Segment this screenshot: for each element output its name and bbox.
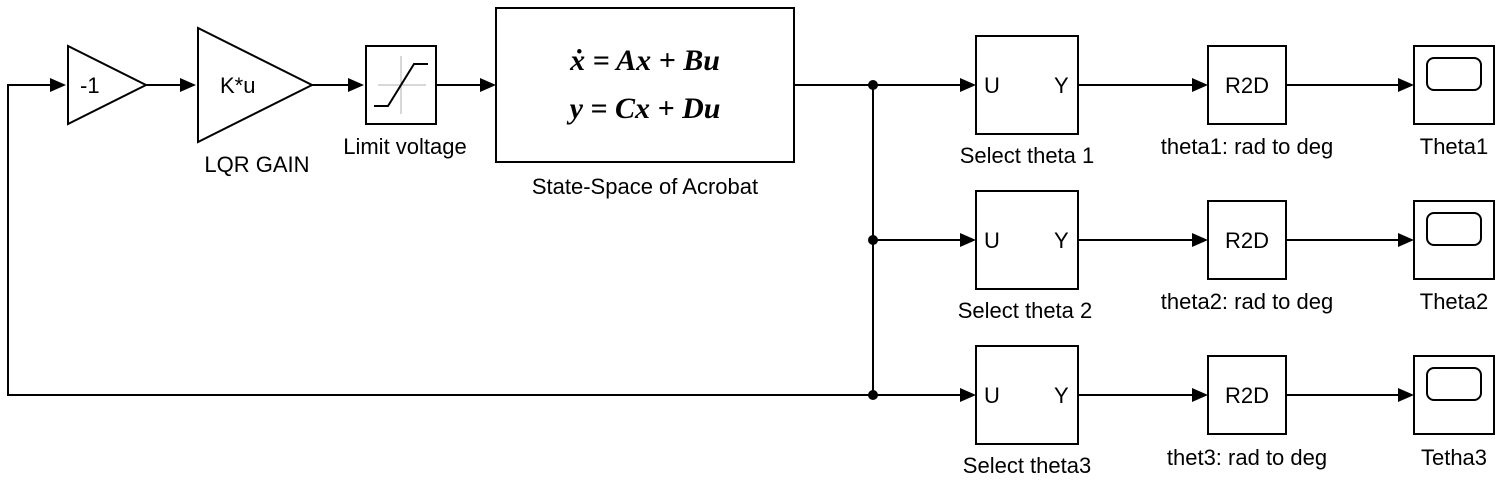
selector-output-port: Y <box>1054 383 1069 408</box>
selector-input-port: U <box>984 228 1000 253</box>
lqr-gain-text: K*u <box>220 73 255 98</box>
output-equation: y = Cx + Du <box>567 92 721 125</box>
arrow-head <box>480 78 496 92</box>
arrow-head <box>1192 78 1208 92</box>
saturation-icon <box>374 56 428 114</box>
row-theta1: U Y Select theta 1 R2D theta1: rad to de… <box>873 35 1495 168</box>
row-theta2: U Y Select theta 2 R2D theta2: rad to de… <box>873 190 1495 323</box>
arrow-head <box>180 78 196 92</box>
scope-icon <box>1426 367 1482 401</box>
negative-gain-text: -1 <box>80 73 100 98</box>
scope-label: Theta1 <box>1420 134 1489 159</box>
state-space-block[interactable] <box>495 7 795 163</box>
arrow-head <box>960 388 976 402</box>
selector-input-port: U <box>984 383 1000 408</box>
arrow-head <box>1398 233 1414 247</box>
converter-text: R2D <box>1225 73 1269 98</box>
lqr-gain-block[interactable] <box>197 26 315 144</box>
arrow-head <box>1192 388 1208 402</box>
selector-output-port: Y <box>1054 228 1069 253</box>
selector-input-port: U <box>984 73 1000 98</box>
converter-label: theta2: rad to deg <box>1161 289 1333 314</box>
selector-label: Select theta3 <box>963 453 1091 478</box>
selector-output-port: Y <box>1054 73 1069 98</box>
converter-text: R2D <box>1225 383 1269 408</box>
scope-icon <box>1426 212 1482 246</box>
selector-block[interactable] <box>975 190 1079 290</box>
arrow-head <box>50 78 66 92</box>
selector-block[interactable] <box>975 35 1079 135</box>
arrow-head <box>960 233 976 247</box>
arrow-head <box>348 78 364 92</box>
scope-label: Tetha3 <box>1421 445 1487 470</box>
arrow-head <box>1192 233 1208 247</box>
limit-voltage-label: Limit voltage <box>343 134 467 159</box>
converter-block[interactable] <box>1207 200 1287 280</box>
feedback-wire <box>7 84 873 396</box>
arrow-head <box>1398 78 1414 92</box>
arrow-head <box>960 78 976 92</box>
lqr-gain-label: LQR GAIN <box>204 152 309 177</box>
state-equation: ẋ = Ax + Bu <box>569 44 720 77</box>
converter-label: theta1: rad to deg <box>1161 134 1333 159</box>
scope-icon <box>1426 57 1482 91</box>
converter-block[interactable] <box>1207 45 1287 125</box>
selector-block[interactable] <box>975 345 1079 445</box>
state-space-label: State-Space of Acrobat <box>532 174 758 199</box>
selector-label: Select theta 2 <box>958 298 1093 323</box>
selector-label: Select theta 1 <box>960 143 1095 168</box>
converter-label: thet3: rad to deg <box>1167 445 1327 470</box>
row-theta3: U Y Select theta3 R2D thet3: rad to deg … <box>873 345 1495 478</box>
scope-label: Theta2 <box>1420 289 1489 314</box>
negative-gain-block[interactable] <box>67 44 149 126</box>
arrow-head <box>1398 388 1414 402</box>
converter-text: R2D <box>1225 228 1269 253</box>
